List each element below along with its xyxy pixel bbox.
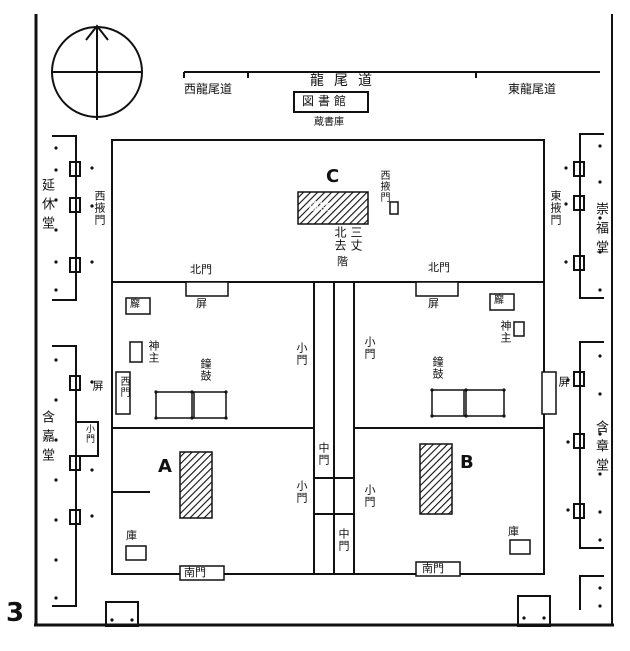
east-pavilion-label: 鐘鼓 (431, 356, 444, 380)
marker-c: C (326, 166, 340, 187)
lane-right-label: 小門 (363, 336, 376, 360)
north-gate-right-label: 北門 (428, 261, 450, 274)
east-road-label: 東龍尾道 (508, 82, 557, 96)
north-box-label: 図書館 (302, 94, 351, 108)
west-lower-tag-label: 小門 (84, 424, 94, 444)
north-gate-boxes (179, 281, 461, 581)
west-gate-label: 西掖門 (93, 190, 106, 226)
road-name-label: 龍尾道 (310, 73, 382, 89)
north-center-label-1: 三丈 (349, 226, 363, 252)
small-structures (115, 201, 557, 561)
east-storehouse-label: 庫 (508, 525, 519, 538)
west-shrine-label: 神主 (147, 340, 160, 364)
east-upper-hall-label: 崇福堂 (593, 202, 608, 259)
main-hall-a (179, 451, 213, 519)
west-road-label: 西龍尾道 (184, 82, 233, 96)
bottom-buildings (105, 595, 551, 627)
north-gate-left-label: 北門 (190, 263, 212, 276)
north-center-label-2: 北去 (333, 226, 347, 252)
north-screen-left-label: 屏 (196, 297, 207, 310)
west-small-hall-label: 廨 (130, 299, 140, 310)
east-lower-hall-label: 含章堂 (593, 420, 608, 477)
dragon-tail-road (183, 71, 600, 78)
north-compass-icon (51, 24, 143, 120)
north-annex-box (293, 91, 369, 113)
east-shrine-label: 神主 (499, 320, 512, 344)
main-enclosure (111, 139, 545, 575)
small-gate-left-lower-label: 小門 (295, 480, 308, 504)
west-south-gate-label: 南門 (184, 566, 206, 579)
pavilion-c-label: 鐘楼 (308, 200, 330, 213)
north-west-gate-label: 西掖門 (378, 170, 389, 203)
west-side-gate-label: 西門 (118, 376, 129, 398)
west-pavilion-pair (155, 391, 227, 419)
main-hall-c (297, 191, 369, 225)
west-upper-hall-label: 延休堂 (39, 178, 54, 235)
lane-left-label: 小門 (295, 342, 308, 366)
east-gate-label: 東掖門 (549, 190, 562, 226)
west-side-halls (52, 135, 99, 607)
west-storehouse-label: 庫 (126, 529, 137, 542)
west-screen-label: 屏 (91, 380, 104, 392)
figure-number: 3 (6, 598, 25, 628)
marker-b: B (460, 452, 474, 473)
north-center-label-3: 階 (337, 255, 348, 268)
small-gate-right-lower-label: 小門 (363, 484, 376, 508)
main-hall-b (419, 443, 453, 515)
middle-gate-2-label: 中門 (337, 528, 350, 552)
marker-a: A (158, 456, 172, 477)
west-pavilion-label: 鐘鼓 (199, 358, 212, 382)
middle-gate-1-label: 中門 (317, 442, 330, 466)
column-dots (54, 144, 602, 622)
east-side-halls (573, 133, 604, 610)
north-screen-right-label: 屏 (428, 297, 439, 310)
east-south-gate-label: 南門 (422, 562, 444, 575)
east-pavilion-pair (431, 389, 505, 417)
east-screen-label: 屏 (557, 376, 570, 388)
north-sub-label: 蔵書庫 (314, 117, 344, 128)
east-small-hall-label: 廨 (494, 295, 504, 306)
west-lower-hall-label: 含嘉堂 (39, 410, 54, 467)
